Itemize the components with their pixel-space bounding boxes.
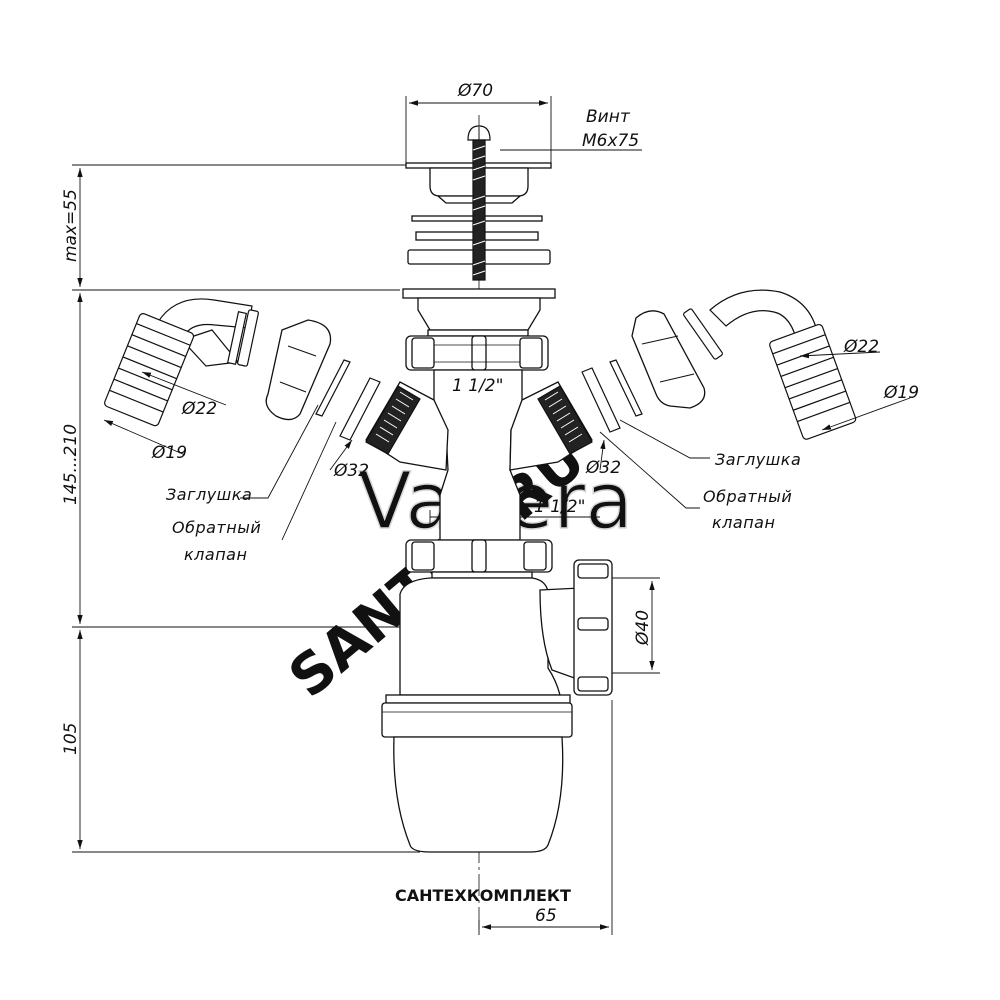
outlet-nut (573, 559, 613, 696)
left-valve-label-2: клапан (184, 545, 247, 564)
right-hose-d19-label: Ø19 (883, 383, 919, 403)
company-watermark: САНТЕХКОМПЛЕКТ (395, 886, 571, 905)
screw-label-line1: Винт (586, 107, 631, 127)
right-plug (631, 310, 706, 409)
left-plug (265, 319, 332, 421)
right-hose (683, 289, 857, 440)
outlet-diameter-label: Ø40 (633, 610, 653, 646)
right-check-valve (581, 359, 643, 433)
height-bottom-label: 105 (61, 723, 81, 755)
left-hose-d19-label: Ø19 (151, 443, 187, 463)
dimension-lines (72, 96, 660, 935)
right-branch-d32-label: Ø32 (585, 458, 621, 478)
thread-bottom-label: 1 1/2" (534, 497, 585, 517)
height-range-label: 145...210 (61, 424, 81, 505)
bottle-trap (381, 577, 581, 853)
right-valve-label-2: клапан (712, 513, 775, 532)
outlet-body (402, 288, 556, 337)
outlet-offset-label: 65 (535, 906, 557, 926)
left-hose-d22-label: Ø22 (181, 399, 217, 419)
right-plug-label: Заглушка (715, 450, 801, 469)
right-hose-d22-label: Ø22 (843, 337, 879, 357)
leader-lines (240, 404, 710, 541)
screw (467, 125, 491, 281)
screw-label-line2: M6x75 (582, 131, 639, 151)
middle-nut (405, 539, 553, 579)
right-branch-thread (537, 385, 593, 455)
thread-top-label: 1 1/2" (452, 376, 503, 396)
top-nut (405, 335, 549, 371)
left-hose (104, 298, 259, 427)
left-branch-thread (365, 385, 421, 455)
left-plug-label: Заглушка (166, 485, 252, 504)
left-check-valve (315, 359, 381, 441)
drain-diameter-label: Ø70 (457, 81, 493, 101)
left-valve-label-1: Обратный (172, 518, 261, 537)
height-max-label: max=55 (61, 189, 81, 262)
right-valve-label-1: Обратный (703, 487, 792, 506)
left-branch-d32-label: Ø32 (333, 461, 369, 481)
hose-dimension-lines (103, 351, 911, 471)
